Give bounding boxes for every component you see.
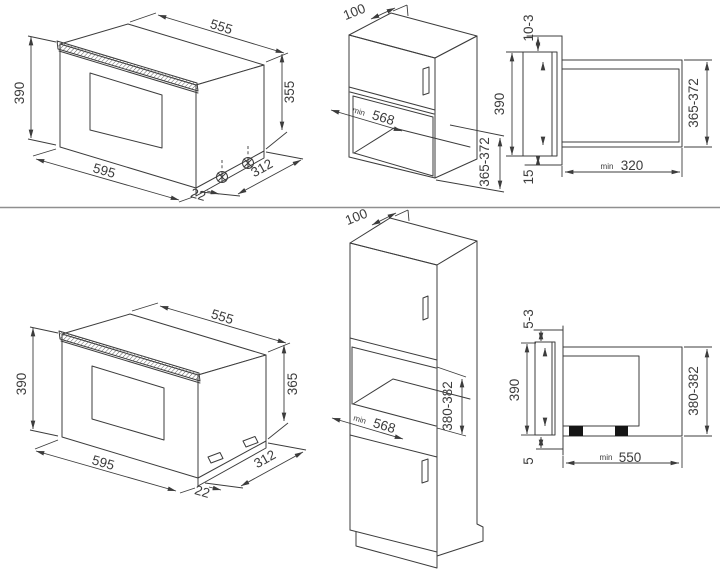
dim-section-bottom-inset: 15 [521, 169, 536, 184]
bottom-tall-cabinet-figure: 100 min 568 380-382 [331, 206, 484, 569]
dim-section-top-inset: 10-3 [521, 14, 536, 41]
bottom-section-linework [533, 325, 683, 456]
bottom-oven-perspective-figure: 555 390 365 595 312 22 [14, 302, 307, 501]
dim-oven-bottom-width: 595 [90, 452, 116, 473]
bottom-cabinet-linework [349, 217, 484, 569]
dim-cabinet-rear-gap: 100 [343, 206, 370, 228]
top-oven-linework [56, 23, 265, 197]
top-section-dimensions: 10-3 390 15 365-372 min 320 [492, 14, 712, 185]
bottom-oven-linework [58, 313, 267, 487]
bottom-side-section-figure: 5-3 390 5 380-382 min 550 [507, 309, 712, 468]
dim-oven-back-height: 365 [285, 373, 300, 396]
dim-cabinet-min-label: min [352, 413, 367, 425]
dim-section-opening-height: 390 [507, 379, 522, 402]
dim-cabinet-min-depth: 568 [370, 107, 396, 128]
dim-section-body-height: 365-372 [686, 78, 701, 128]
dim-oven-top-width: 555 [208, 16, 234, 37]
top-wall-cabinet-figure: 100 min 568 365-372 [330, 1, 505, 193]
dim-section-bottom-inset: 5 [521, 457, 536, 465]
top-cabinet-linework [348, 12, 478, 179]
section-foot-right [615, 426, 628, 436]
dim-cabinet-min-label: min [351, 105, 366, 117]
dim-cabinet-rear-gap: 100 [341, 1, 368, 23]
dim-oven-door-thickness: 22 [189, 185, 208, 204]
dim-section-body-height: 380-382 [686, 366, 701, 416]
dim-section-min-depth: 320 [621, 158, 644, 173]
oven-foot-right [242, 436, 259, 448]
dim-section-min-depth: 550 [619, 450, 642, 465]
bottom-section-dimensions: 5-3 390 5 380-382 min 550 [507, 309, 712, 468]
top-side-section-figure: 10-3 390 15 365-372 min 320 [492, 14, 712, 185]
section-foot-left [569, 426, 583, 436]
oven-foot-left [207, 452, 224, 464]
dim-cabinet-niche-height: 365-372 [477, 137, 492, 187]
top-section-linework [522, 35, 683, 166]
dim-oven-back-height: 355 [282, 81, 297, 104]
dim-cabinet-min-depth: 568 [371, 415, 397, 436]
top-cabinet-dimensions: 100 min 568 365-372 [330, 1, 505, 193]
top-oven-perspective-figure: 555 390 355 595 312 22 [12, 12, 304, 204]
dim-oven-door-thickness: 22 [193, 482, 212, 501]
dim-oven-front-height: 390 [12, 82, 27, 105]
dim-oven-bottom-width: 595 [91, 160, 117, 181]
dim-section-min-label: min [601, 162, 614, 171]
dim-section-opening-height: 390 [492, 93, 507, 116]
dim-section-min-label: min [600, 453, 613, 462]
dim-cabinet-niche-height: 380-382 [440, 381, 455, 431]
dim-oven-top-width: 555 [209, 306, 235, 327]
dim-oven-front-height: 390 [14, 373, 29, 396]
dim-section-top-inset: 5-3 [521, 309, 536, 329]
